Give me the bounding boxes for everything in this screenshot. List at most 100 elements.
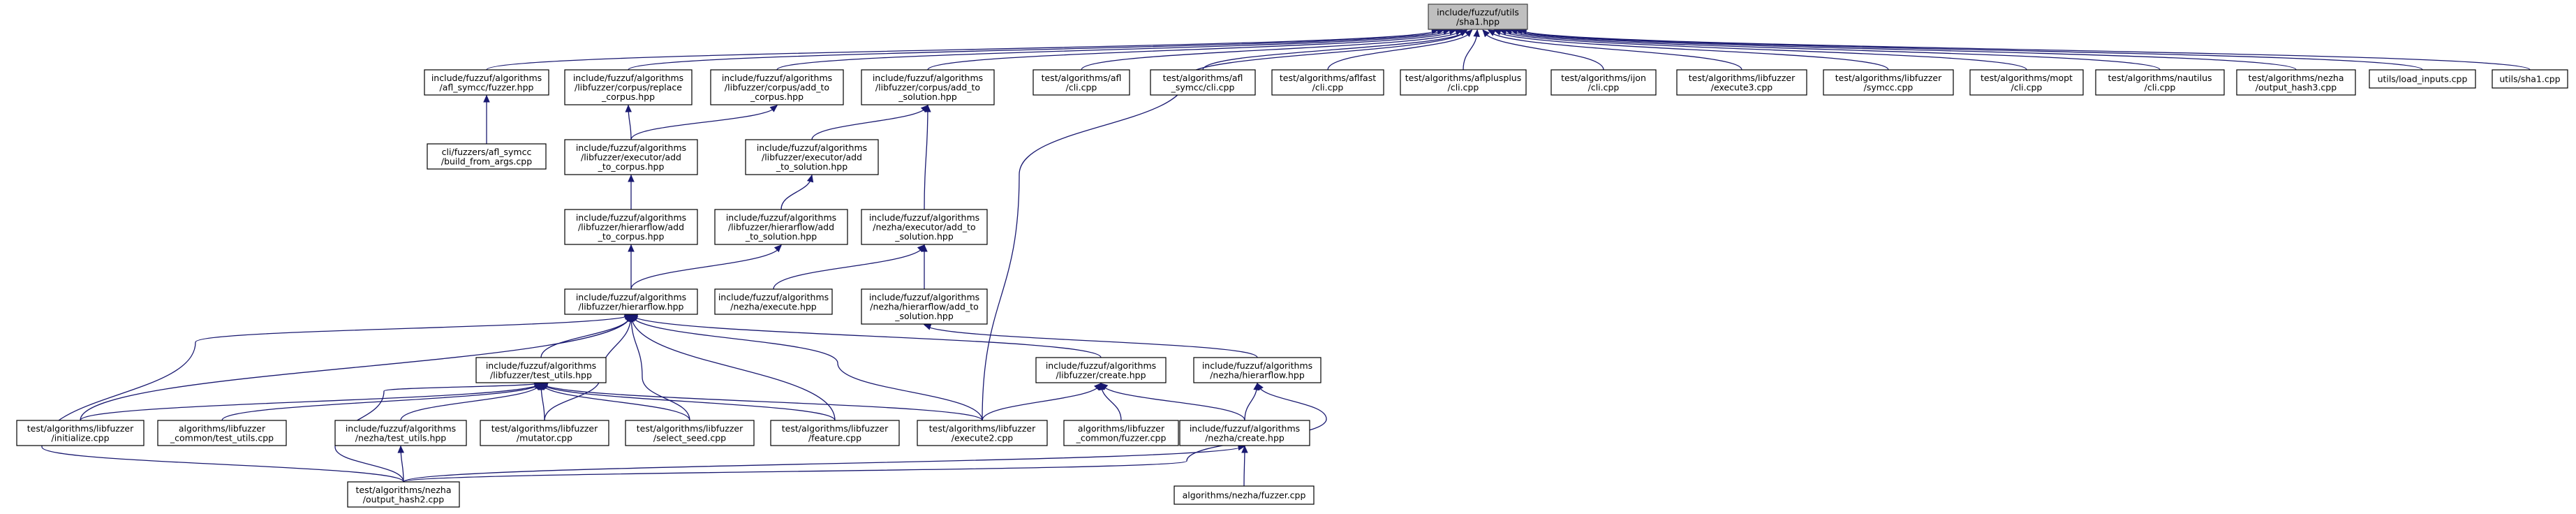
edge-line <box>628 29 1444 71</box>
edge-line <box>780 174 813 210</box>
node-t-nz-output-hash2[interactable]: test/algorithms/nezha/output_hash2.cpp <box>347 481 460 508</box>
edge-nz-hier-add-to-solution-to-nz-exec-add-to-solution <box>921 244 928 289</box>
node-t-lf-mutator[interactable]: test/algorithms/libfuzzer/mutator.cpp <box>480 420 609 446</box>
edge-line <box>80 314 632 421</box>
node-t-lf-execute3[interactable]: test/algorithms/libfuzzer/execute3.cpp <box>1676 69 1807 96</box>
node-lf-corpus-add-to-corpus[interactable]: include/fuzzuf/algorithms/libfuzzer/corp… <box>710 69 844 105</box>
node-label: _to_corpus.hpp <box>598 161 665 172</box>
node-nz-create[interactable]: include/fuzzuf/algorithms/nezha/create.h… <box>1179 420 1310 446</box>
node-label: test/algorithms/libfuzzer <box>637 423 743 434</box>
edge-arrowhead <box>1488 29 1496 36</box>
node-lf-corpus-replace[interactable]: include/fuzzuf/algorithms/libfuzzer/corp… <box>564 69 693 105</box>
edge-lf-corpus-add-to-corpus-to-sha1 <box>776 28 1451 71</box>
node-label: /execute3.cpp <box>1711 82 1773 92</box>
edge-t-ijon-cli-to-sha1 <box>1482 29 1604 71</box>
edge-t-nz-output-hash2-to-nz-create <box>403 443 1246 483</box>
node-a-lf-common-fuzzer[interactable]: algorithms/libfuzzer_common/fuzzer.cpp <box>1063 420 1179 446</box>
node-label: include/fuzzuf/algorithms <box>757 142 867 153</box>
edge-arrowhead <box>1482 29 1490 38</box>
node-label: include/fuzzuf/algorithms <box>576 292 686 302</box>
edge-t-lf-execute2-to-sha1 <box>982 29 1467 421</box>
node-utils-sha1[interactable]: utils/sha1.cpp <box>2492 69 2568 89</box>
node-lf-create[interactable]: include/fuzzuf/algorithms/libfuzzer/crea… <box>1035 357 1167 383</box>
node-lf-hier-add-to-solution[interactable]: include/fuzzuf/algorithms/libfuzzer/hier… <box>714 209 848 245</box>
node-nz-execute[interactable]: include/fuzzuf/algorithms/nezha/execute.… <box>714 288 833 315</box>
node-a-lf-common-test-utils[interactable]: algorithms/libfuzzer_common/test_utils.c… <box>157 420 287 446</box>
node-a-nz-fuzzer[interactable]: algorithms/nezha/fuzzer.cpp <box>1174 485 1315 505</box>
edge-arrowhead <box>1241 445 1248 453</box>
node-nz-hierarflow[interactable]: include/fuzzuf/algorithms/nezha/hierarfl… <box>1193 357 1322 383</box>
node-utils-load-inputs[interactable]: utils/load_inputs.cpp <box>2369 69 2476 89</box>
edge-arrowhead <box>625 104 632 112</box>
edge-arrowhead <box>773 244 782 253</box>
node-t-nautilus-cli[interactable]: test/algorithms/nautilus/cli.cpp <box>2095 69 2225 96</box>
node-nz-exec-add-to-solution[interactable]: include/fuzzuf/algorithms/nezha/executor… <box>861 209 988 245</box>
edge-arrowhead <box>1100 383 1109 390</box>
node-t-ijon-cli[interactable]: test/algorithms/ijon/cli.cpp <box>1550 69 1657 96</box>
node-box <box>710 69 844 105</box>
edge-arrowhead <box>483 94 490 103</box>
node-label: test/algorithms/mopt <box>1981 73 2073 83</box>
node-label: /nezha/hierarflow.hpp <box>1210 369 1305 380</box>
node-t-lf-select-seed[interactable]: test/algorithms/libfuzzer/select_seed.cp… <box>625 420 755 446</box>
node-afl-symcc-fuzzer[interactable]: include/fuzzuf/algorithms/afl_symcc/fuzz… <box>424 69 549 96</box>
node-t-aflfast-cli[interactable]: test/algorithms/aflfast/cli.cpp <box>1271 69 1384 96</box>
node-lf-hier-add-to-corpus[interactable]: include/fuzzuf/algorithms/libfuzzer/hier… <box>564 209 698 245</box>
edge-line <box>1488 29 1742 71</box>
node-label: include/fuzzuf/algorithms <box>869 292 979 302</box>
node-label: /cli.cpp <box>1312 82 1344 92</box>
node-label: _to_corpus.hpp <box>598 231 665 242</box>
edge-lf-exec-add-to-solution-to-lf-corpus-add-to-solution <box>811 104 928 140</box>
node-lf-exec-add-to-corpus[interactable]: include/fuzzuf/algorithms/libfuzzer/exec… <box>564 139 698 175</box>
edge-line <box>1202 29 1467 71</box>
edge-line <box>630 314 690 421</box>
node-box <box>1550 69 1657 96</box>
node-t-afl-cli[interactable]: test/algorithms/afl/cli.cpp <box>1032 69 1130 96</box>
node-label: /initialize.cpp <box>51 432 109 443</box>
node-sha1[interactable]: include/fuzzuf/utils/sha1.hpp <box>1428 3 1528 30</box>
node-t-aflplusplus-cli[interactable]: test/algorithms/aflplusplus/cli.cpp <box>1400 69 1527 96</box>
edge-t-lf-execute2-to-lf-test-utils <box>540 382 983 421</box>
node-label: /cli.cpp <box>1066 82 1097 92</box>
node-t-afl-symcc-cli[interactable]: test/algorithms/afl_symcc/cli.cpp <box>1150 69 1256 96</box>
node-nz-hier-add-to-solution[interactable]: include/fuzzuf/algorithms/nezha/hierarfl… <box>861 288 988 325</box>
edge-a-lf-common-fuzzer-to-lf-create <box>1098 382 1122 421</box>
node-label: _solution.hpp <box>894 311 954 321</box>
node-box <box>1823 69 1954 96</box>
edge-lf-hierarflow-to-lf-hier-add-to-solution <box>630 244 782 290</box>
edge-t-nz-output-hash2-to-lf-hierarflow <box>41 313 632 483</box>
node-box <box>347 481 460 508</box>
node-cli-afl-symcc-build[interactable]: cli/fuzzers/afl_symcc/build_from_args.cp… <box>427 143 547 170</box>
node-box <box>1179 420 1310 446</box>
edge-line <box>1499 29 2027 71</box>
node-label: /libfuzzer/corpus/add_to <box>725 82 829 93</box>
node-label: _corpus.hpp <box>750 91 804 102</box>
node-label: test/algorithms/afl <box>1042 73 1122 83</box>
node-label: /nezha/test_utils.hpp <box>355 432 447 443</box>
edge-t-lf-execute2-to-lf-hierarflow <box>630 314 983 421</box>
node-t-lf-initialize[interactable]: test/algorithms/libfuzzer/initialize.cpp <box>16 420 145 446</box>
node-label: _common/fuzzer.cpp <box>1076 432 1167 443</box>
edge-lf-hier-add-to-solution-to-lf-exec-add-to-solution <box>780 174 814 210</box>
node-t-lf-symcc[interactable]: test/algorithms/libfuzzer/symcc.cpp <box>1823 69 1954 96</box>
node-t-lf-feature[interactable]: test/algorithms/libfuzzer/feature.cpp <box>770 420 900 446</box>
node-lf-hierarflow[interactable]: include/fuzzuf/algorithms/libfuzzer/hier… <box>564 288 698 315</box>
node-lf-test-utils[interactable]: include/fuzzuf/algorithms/libfuzzer/test… <box>475 357 607 383</box>
node-t-nezha-output-hash3[interactable]: test/algorithms/nezha/output_hash3.cpp <box>2236 69 2356 96</box>
node-box <box>770 420 900 446</box>
node-box <box>427 143 547 170</box>
node-t-mopt-cli[interactable]: test/algorithms/mopt/cli.cpp <box>1969 69 2084 96</box>
edge-line <box>1504 29 2161 71</box>
node-t-lf-execute2[interactable]: test/algorithms/libfuzzer/execute2.cpp <box>917 420 1048 446</box>
node-label: cli/fuzzers/afl_symcc <box>442 147 532 157</box>
node-nz-test-utils[interactable]: include/fuzzuf/algorithms/nezha/test_uti… <box>334 420 467 446</box>
edge-utils-load-inputs-to-sha1 <box>1514 27 2423 71</box>
node-lf-corpus-add-to-solution[interactable]: include/fuzzuf/algorithms/libfuzzer/corp… <box>861 69 995 105</box>
edge-line <box>630 314 836 421</box>
node-lf-exec-add-to-solution[interactable]: include/fuzzuf/algorithms/libfuzzer/exec… <box>745 139 879 175</box>
edge-line <box>927 29 1457 71</box>
edge-line <box>540 382 690 421</box>
edge-line <box>540 382 836 421</box>
node-box <box>1676 69 1807 96</box>
edge-t-nautilus-cli-to-sha1 <box>1504 28 2161 71</box>
